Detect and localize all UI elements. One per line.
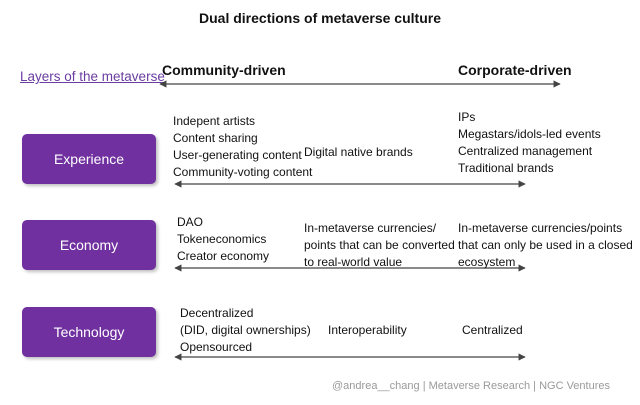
layer-label-economy: Economy [59,237,119,253]
technology-community-list: Decentralized (DID, digital ownerships) … [180,305,311,356]
list-item: In-metaverse currencies/ [304,221,437,235]
layer-box-technology: Technology [22,307,156,357]
list-item: ecosystem [458,255,516,269]
list-item: DAO [177,215,204,229]
list-item: Community-voting content [173,165,313,179]
experience-middle-list: Digital native brands [304,144,413,161]
list-item: Opensourced [180,340,253,354]
direction-community-driven: Community-driven [162,62,286,78]
list-item: User-generating content [173,148,302,162]
direction-corporate-driven: Corporate-driven [458,62,572,78]
layer-label-experience: Experience [53,151,125,167]
list-item: to real-world value [304,255,403,269]
list-item: Digital native brands [304,145,413,159]
technology-corporate-list: Centralized [462,322,523,339]
credit-text: @andrea__chang | Metaverse Research | NG… [332,380,610,392]
list-item: Decentralized [180,306,254,320]
layer-box-economy: Economy [22,220,156,270]
list-item: that can only be used in a closed [458,238,633,252]
list-item: Interoperability [328,323,407,337]
experience-corporate-list: IPs Megastars/idols-led events Centraliz… [458,109,601,177]
list-item: Traditional brands [458,161,554,175]
experience-community-list: Indepent artists Content sharing User-ge… [173,113,312,181]
list-item: Centralized management [458,144,593,158]
layer-box-experience: Experience [22,134,156,184]
list-item: points that can be converted [304,238,455,252]
layer-label-technology: Technology [53,324,125,340]
diagram-title: Dual directions of metaverse culture [199,10,441,26]
list-item: (DID, digital ownerships) [180,323,311,337]
list-item: Megastars/idols-led events [458,127,601,141]
list-item: Tokeneconomics [177,232,267,246]
list-item: IPs [458,110,476,124]
layers-of-metaverse-link[interactable]: Layers of the metaverse [20,69,165,84]
list-item: Indepent artists [173,114,256,128]
technology-middle-list: Interoperability [328,322,407,339]
economy-community-list: DAO Tokeneconomics Creator economy [177,214,269,265]
list-item: In-metaverse currencies/points [458,221,623,235]
economy-middle-list: In-metaverse currencies/ points that can… [304,220,455,271]
list-item: Creator economy [177,249,270,263]
list-item: Centralized [462,323,523,337]
economy-corporate-list: In-metaverse currencies/points that can … [458,220,633,271]
list-item: Content sharing [173,131,258,145]
